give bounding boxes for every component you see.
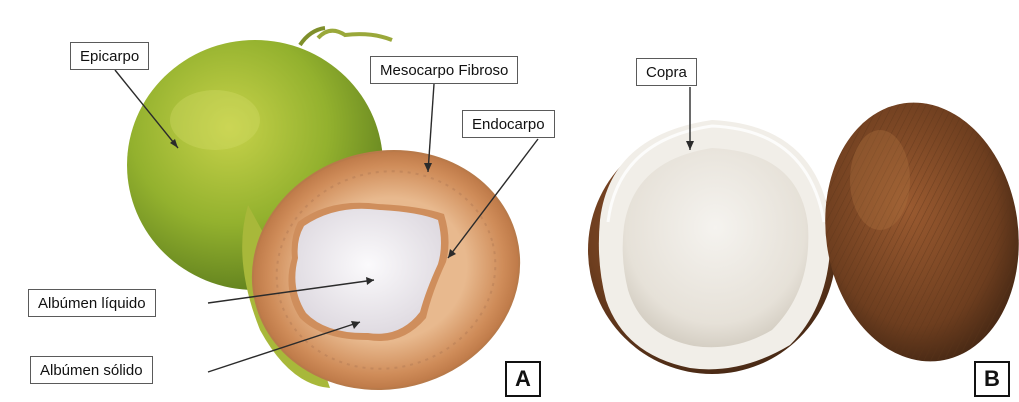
panel-a-letter: A	[505, 361, 541, 397]
panel-b-letter: B	[974, 361, 1010, 397]
label-epicarp: Epicarpo	[70, 42, 149, 70]
label-endocarp: Endocarpo	[462, 110, 555, 138]
label-liquid-albumen: Albúmen líquido	[28, 289, 156, 317]
label-copra: Copra	[636, 58, 697, 86]
label-fibrous-mesocarp: Mesocarpo Fibroso	[370, 56, 518, 84]
whole-brown-coconut	[809, 90, 1019, 374]
halved-mature-coconut	[588, 120, 836, 374]
label-solid-albumen: Albúmen sólido	[30, 356, 153, 384]
